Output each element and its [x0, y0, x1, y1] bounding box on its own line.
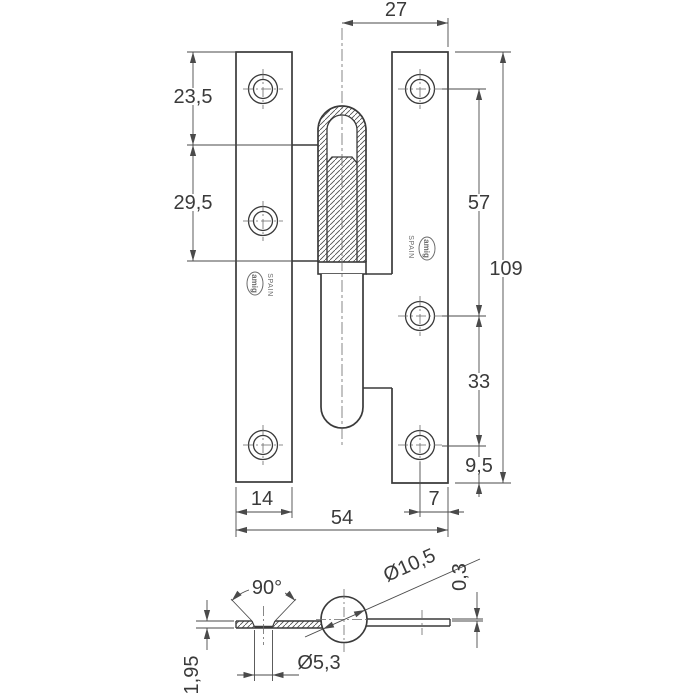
- dim-leaf-thickness: 1,95: [181, 600, 234, 694]
- svg-text:33: 33: [468, 371, 490, 393]
- dim-left-upper: 23,5: [170, 86, 216, 108]
- dim-hole-diameter: Ø5,3: [237, 630, 341, 681]
- extension-lines: [187, 18, 511, 537]
- svg-text:109: 109: [489, 258, 522, 280]
- section-left-leaf: [235, 620, 323, 629]
- section-view: 90° Ø10,5 0,3 Ø5,3: [181, 544, 483, 694]
- right-leaf: [391, 51, 449, 484]
- section-right-leaf: [366, 618, 451, 627]
- brand-logo-text: amig: [422, 239, 431, 258]
- dim-right-upper: 57: [465, 192, 493, 214]
- svg-text:0,3: 0,3: [449, 563, 471, 591]
- spain-text: SPAIN: [407, 235, 414, 259]
- svg-text:23,5: 23,5: [174, 86, 213, 108]
- dim-right-total: 109: [486, 258, 526, 280]
- svg-text:9,5: 9,5: [465, 455, 493, 477]
- dimension-labels: 27 23,5 29,5 57 109 33 9,5 14 7 54: [170, 0, 526, 529]
- brand-logo-left: amig SPAIN: [246, 271, 273, 297]
- dim-leaf-offset: 0,3: [449, 563, 483, 648]
- dim-bottom-edge: 7: [428, 488, 439, 510]
- dim-bottom-total: 54: [331, 507, 353, 529]
- left-leaf: [235, 51, 293, 483]
- brand-logo-text: amig: [250, 274, 259, 293]
- dim-countersink-angle: 90°: [229, 577, 298, 622]
- dim-right-mid: 33: [465, 371, 493, 393]
- dim-left-lower: 29,5: [170, 192, 216, 214]
- svg-text:1,95: 1,95: [181, 656, 203, 695]
- svg-text:57: 57: [468, 192, 490, 214]
- dim-top-width: 27: [385, 0, 407, 21]
- dim-right-lower: 9,5: [461, 455, 497, 477]
- svg-text:Ø10,5: Ø10,5: [380, 544, 439, 586]
- countersink: [252, 621, 275, 627]
- hole-centerlines: [243, 69, 442, 465]
- spain-text: SPAIN: [266, 273, 273, 297]
- svg-text:29,5: 29,5: [174, 192, 213, 214]
- dim-bottom-leaf: 14: [251, 488, 273, 510]
- front-view: amig SPAIN SPAIN amig: [170, 0, 526, 537]
- svg-text:Ø5,3: Ø5,3: [297, 652, 340, 674]
- brand-logo-right: SPAIN amig: [407, 235, 436, 261]
- svg-text:90°: 90°: [252, 577, 282, 599]
